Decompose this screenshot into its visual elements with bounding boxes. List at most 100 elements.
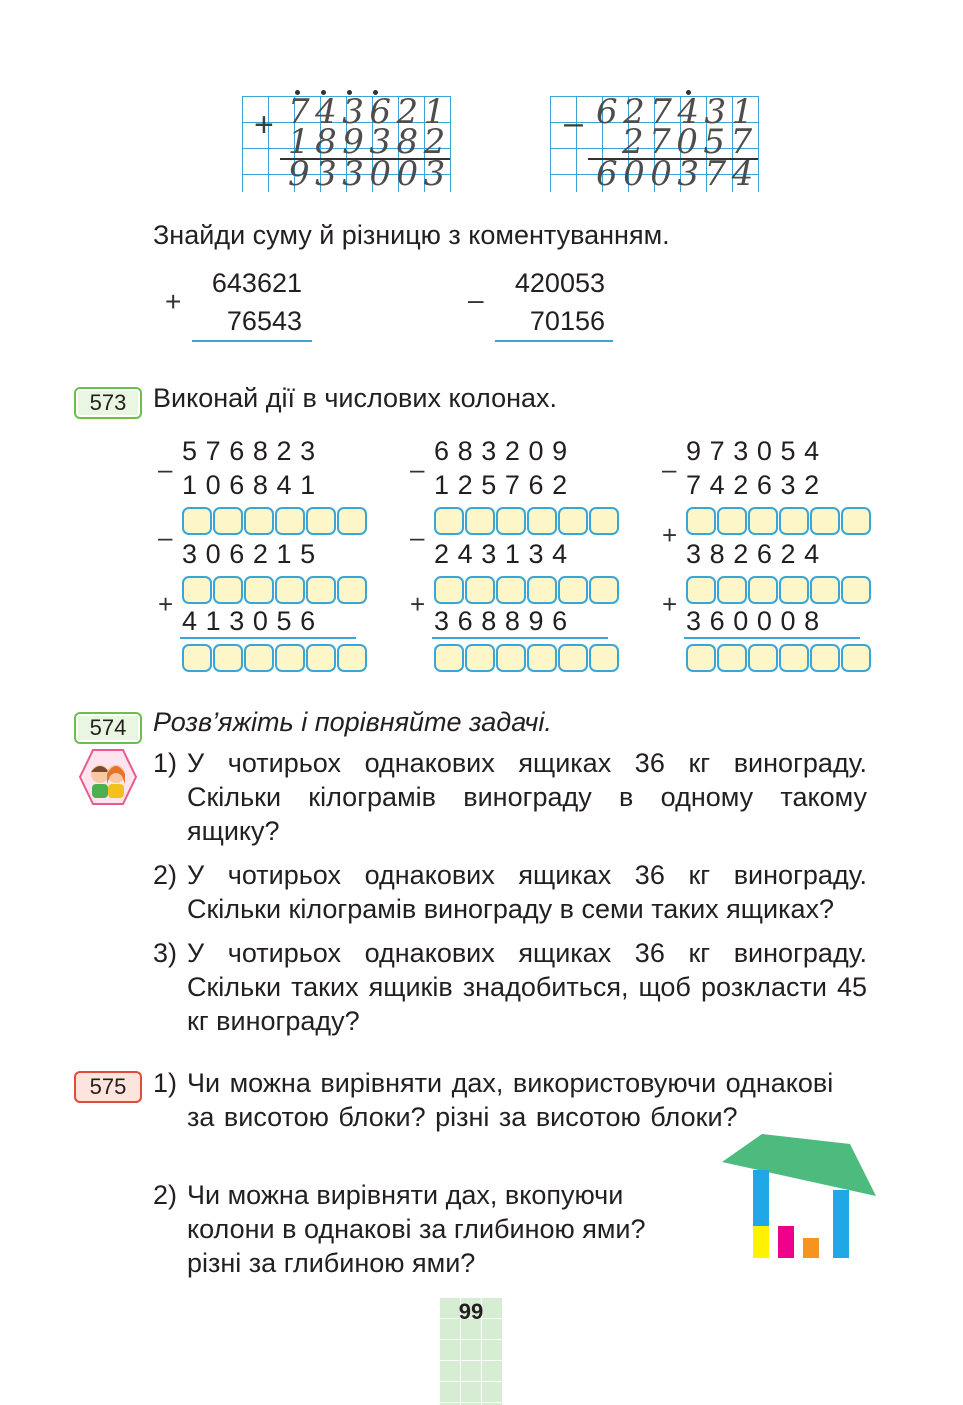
task-574-text: Розв’яжіть і порівняйте задачі. — [153, 707, 552, 737]
task-number-badge: 575 — [74, 1071, 142, 1103]
answer-box[interactable] — [244, 644, 274, 672]
minus-sign: – — [410, 454, 425, 484]
answer-box[interactable] — [275, 644, 305, 672]
answer-box[interactable] — [182, 644, 212, 672]
answer-box[interactable] — [337, 576, 367, 604]
sum-addend-2: 76543 — [226, 306, 302, 336]
example-subtraction: – 627431 27057 600374 — [550, 90, 759, 194]
answer-box[interactable] — [434, 576, 464, 604]
column-value: 683209 — [434, 436, 576, 466]
answer-box[interactable] — [686, 576, 716, 604]
answer-box[interactable] — [496, 576, 526, 604]
answer-box[interactable] — [779, 576, 809, 604]
answer-box[interactable] — [306, 507, 336, 535]
pair-work-icon — [78, 749, 138, 805]
task-number-badge: 573 — [74, 387, 142, 419]
answer-box[interactable] — [244, 576, 274, 604]
answer-boxes — [686, 507, 871, 535]
answer-box[interactable] — [496, 644, 526, 672]
answer-box[interactable] — [841, 644, 871, 672]
difference-line — [588, 158, 758, 160]
answer-box[interactable] — [558, 576, 588, 604]
difference-result: 600374 — [596, 154, 759, 194]
answer-box[interactable] — [686, 507, 716, 535]
minus-sign: – — [564, 104, 583, 142]
plus-sign: + — [662, 520, 678, 550]
answer-box[interactable] — [558, 644, 588, 672]
answer-box[interactable] — [748, 644, 778, 672]
answer-boxes — [686, 576, 871, 604]
item-number: 2) — [153, 1180, 178, 1210]
number-column-1: – 576823 106841 – 306215 + 413056 — [158, 436, 367, 676]
answer-box[interactable] — [841, 507, 871, 535]
answer-box[interactable] — [275, 576, 305, 604]
answer-boxes — [182, 644, 367, 672]
answer-box[interactable] — [717, 644, 747, 672]
answer-box[interactable] — [589, 507, 619, 535]
answer-box[interactable] — [434, 644, 464, 672]
answer-box[interactable] — [306, 644, 336, 672]
diff-minuend: 420053 — [514, 268, 605, 298]
answer-box[interactable] — [337, 507, 367, 535]
borrow-dot — [686, 90, 691, 95]
column-value: 973054 — [686, 436, 828, 466]
answer-box[interactable] — [841, 576, 871, 604]
answer-box[interactable] — [810, 507, 840, 535]
column-value: 742632 — [686, 470, 828, 500]
column-left — [753, 1170, 769, 1226]
answer-box[interactable] — [275, 507, 305, 535]
answer-box[interactable] — [810, 644, 840, 672]
answer-box[interactable] — [527, 644, 557, 672]
minus-sign: – — [158, 454, 173, 484]
carry-dot — [321, 90, 326, 95]
task-575-item-2: 2) Чи можна вирівняти дах, вкопуючи коло… — [153, 1178, 713, 1282]
block-yellow — [753, 1226, 769, 1258]
answer-box[interactable] — [306, 576, 336, 604]
answer-boxes — [434, 644, 619, 672]
answer-box[interactable] — [213, 576, 243, 604]
answer-box[interactable] — [213, 644, 243, 672]
answer-box[interactable] — [213, 507, 243, 535]
task-574-item-2: 2) У чотирьох однакових ящиках 36 кг вин… — [153, 858, 867, 928]
plus-sign: + — [662, 589, 678, 619]
number-column-2: – 683209 125762 – 243134 + 368896 — [410, 436, 619, 676]
example-addition: + 743621 189382 933003 — [242, 90, 451, 192]
answer-box[interactable] — [465, 644, 495, 672]
answer-boxes — [182, 576, 367, 604]
answer-box[interactable] — [779, 644, 809, 672]
task-573-text: Виконай дії в числових колонах. — [153, 383, 558, 413]
sum-rule — [192, 340, 312, 342]
answer-box[interactable] — [717, 576, 747, 604]
answer-box[interactable] — [465, 507, 495, 535]
answer-box[interactable] — [527, 507, 557, 535]
minuend: 627431 — [596, 92, 759, 132]
answer-box[interactable] — [748, 576, 778, 604]
answer-box[interactable] — [589, 576, 619, 604]
answer-box[interactable] — [810, 576, 840, 604]
answer-box[interactable] — [182, 507, 212, 535]
answer-box[interactable] — [558, 507, 588, 535]
column-value: 576823 — [182, 436, 324, 466]
item-text: Чи можна вирівняти дах, використовуючи о… — [187, 1068, 834, 1132]
answer-box[interactable] — [337, 644, 367, 672]
column-value: 125762 — [434, 470, 576, 500]
answer-box[interactable] — [496, 507, 526, 535]
answer-boxes — [686, 644, 871, 672]
answer-box[interactable] — [779, 507, 809, 535]
answer-box[interactable] — [527, 576, 557, 604]
plus-sign: + — [254, 106, 274, 144]
answer-box[interactable] — [182, 576, 212, 604]
answer-box[interactable] — [434, 507, 464, 535]
answer-box[interactable] — [244, 507, 274, 535]
answer-box[interactable] — [748, 507, 778, 535]
plus-sign: + — [165, 286, 182, 317]
answer-box[interactable] — [686, 644, 716, 672]
task-number-badge: 574 — [74, 712, 142, 744]
answer-box[interactable] — [589, 644, 619, 672]
roof-blocks-illustration — [722, 1134, 876, 1258]
answer-box[interactable] — [465, 576, 495, 604]
minus-sign: – — [158, 522, 173, 552]
column-value: 306215 — [182, 539, 324, 569]
answer-box[interactable] — [717, 507, 747, 535]
carry-dot — [347, 90, 352, 95]
